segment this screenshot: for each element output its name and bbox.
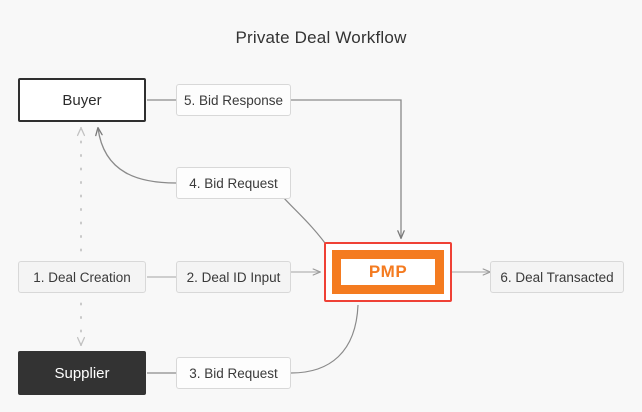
node-deal-creation-label: 1. Deal Creation bbox=[33, 269, 131, 285]
node-deal-transacted-label: 6. Deal Transacted bbox=[500, 269, 614, 285]
node-bid-request-buyer-label: 4. Bid Request bbox=[189, 175, 278, 191]
node-bid-response[interactable]: 5. Bid Response bbox=[176, 84, 291, 116]
edge-bid-request-buyer-to-buyer bbox=[95, 126, 177, 184]
node-pmp[interactable]: PMP bbox=[324, 242, 452, 302]
node-deal-transacted[interactable]: 6. Deal Transacted bbox=[490, 261, 624, 293]
node-buyer[interactable]: Buyer bbox=[18, 78, 146, 122]
pmp-inner-frame: PMP bbox=[332, 250, 444, 294]
node-deal-id-input[interactable]: 2. Deal ID Input bbox=[176, 261, 291, 293]
node-buyer-label: Buyer bbox=[62, 91, 102, 109]
node-supplier-label: Supplier bbox=[54, 364, 110, 382]
node-bid-request-buyer[interactable]: 4. Bid Request bbox=[176, 167, 291, 199]
node-bid-request-supplier-label: 3. Bid Request bbox=[189, 365, 278, 381]
node-deal-creation[interactable]: 1. Deal Creation bbox=[18, 261, 146, 293]
node-bid-request-supplier[interactable]: 3. Bid Request bbox=[176, 357, 291, 389]
page-title: Private Deal Workflow bbox=[235, 28, 407, 47]
node-supplier[interactable]: Supplier bbox=[18, 351, 146, 395]
node-pmp-label: PMP bbox=[368, 262, 408, 281]
edge-bid-response-to-pmp bbox=[291, 99, 405, 240]
node-bid-response-label: 5. Bid Response bbox=[183, 92, 284, 108]
node-deal-id-input-label: 2. Deal ID Input bbox=[186, 269, 281, 285]
edge-bid-request-supplier-to-pmp bbox=[290, 304, 359, 374]
